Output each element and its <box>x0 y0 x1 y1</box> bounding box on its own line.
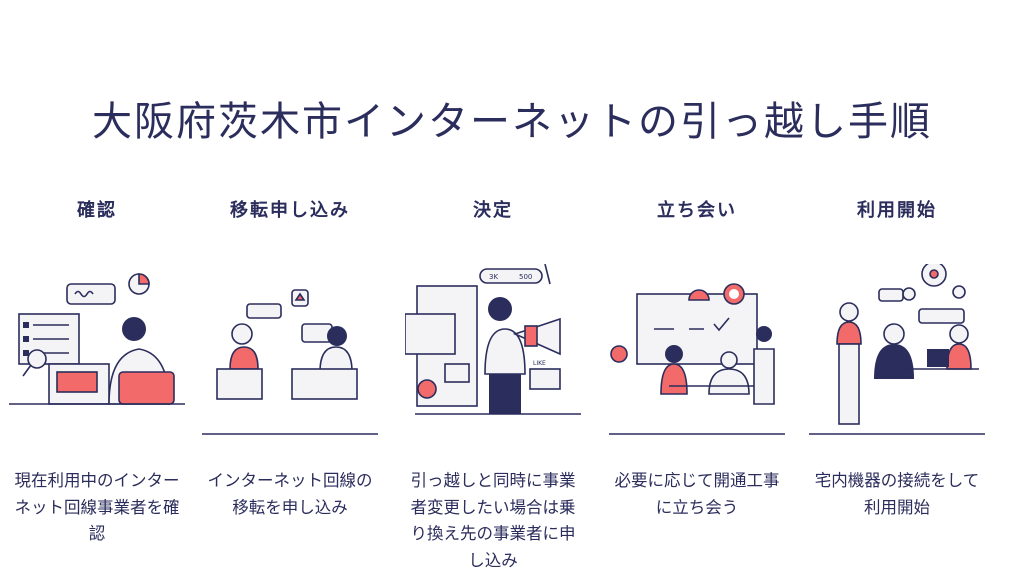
step-heading: 利用開始 <box>857 200 937 221</box>
step-decision: 決定 3K 500 LIKE 引っ越しと同時に事業者変更したい場合は乗り換え先の… <box>393 196 593 574</box>
megaphone-illustration: 3K 500 LIKE <box>405 264 581 415</box>
page-title: 大阪府茨木市インターネットの引っ越し手順 <box>92 98 932 145</box>
step-description: 現在利用中のインターネット回線事業者を確認 <box>14 471 180 543</box>
step-description: インターネット回線の移転を申し込み <box>207 471 373 517</box>
like-label: LIKE <box>533 360 546 367</box>
step-start-use: 利用開始 宅内機器の接続をして利用開始 <box>797 196 997 521</box>
step-description: 必要に応じて開通工事に立ち会う <box>614 471 780 517</box>
computer-check-illustration <box>9 273 185 405</box>
step-heading: 立ち会い <box>657 200 737 221</box>
step-move-application: 移転申し込み インターネット回線の移転を申し込み <box>190 196 390 521</box>
step-heading: 確認 <box>77 200 117 221</box>
likes-count: 500 <box>519 273 532 281</box>
team-work-illustration <box>809 264 985 435</box>
step-description: 宅内機器の接続をして利用開始 <box>814 471 980 517</box>
meeting-illustration <box>609 283 785 435</box>
step-heading: 移転申し込み <box>230 200 350 221</box>
step-description: 引っ越しと同時に事業者変更したい場合は乗り換え先の事業者に申し込み <box>410 471 576 570</box>
consultation-illustration <box>202 289 378 435</box>
followers-count: 3K <box>489 273 498 281</box>
step-confirm: 確認 現在利用中のインターネット回線事業者を確認 <box>0 196 197 548</box>
step-attendance: 立ち会い 必要に応じて開通工事に立ち会う <box>597 196 797 521</box>
step-heading: 決定 <box>473 200 513 221</box>
